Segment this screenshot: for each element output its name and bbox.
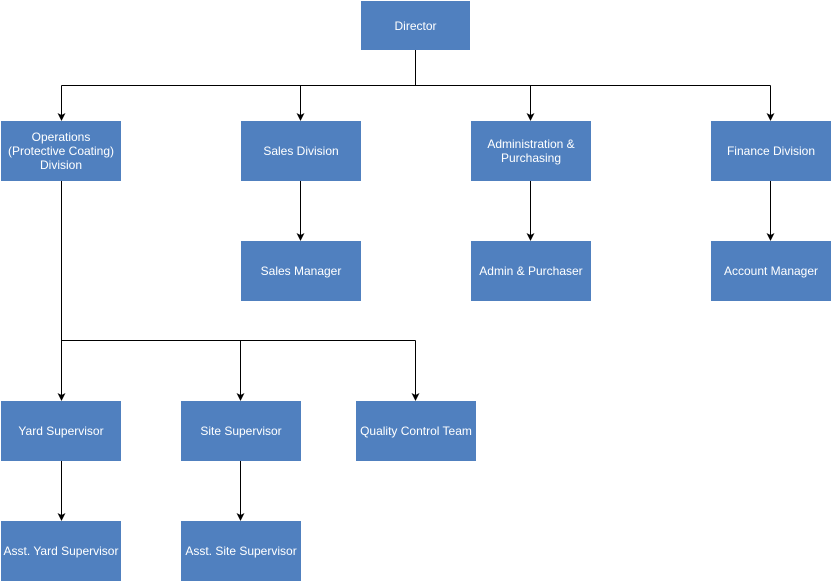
node-asst-site-supervisor: Asst. Site Supervisor <box>181 521 301 581</box>
node-sales-division: Sales Division <box>241 121 361 181</box>
node-director: Director <box>361 1 470 50</box>
node-quality-control-team: Quality Control Team <box>356 401 476 461</box>
node-asst-yard-supervisor: Asst. Yard Supervisor <box>1 521 121 581</box>
node-administration-purchasing: Administration & Purchasing <box>471 121 591 181</box>
node-sales-manager: Sales Manager <box>241 241 361 301</box>
node-account-manager: Account Manager <box>711 241 831 301</box>
node-operations-division: Operations (Protective Coating) Division <box>1 121 121 181</box>
node-site-supervisor: Site Supervisor <box>181 401 301 461</box>
node-admin-purchaser: Admin & Purchaser <box>471 241 591 301</box>
node-yard-supervisor: Yard Supervisor <box>1 401 121 461</box>
node-finance-division: Finance Division <box>711 121 831 181</box>
